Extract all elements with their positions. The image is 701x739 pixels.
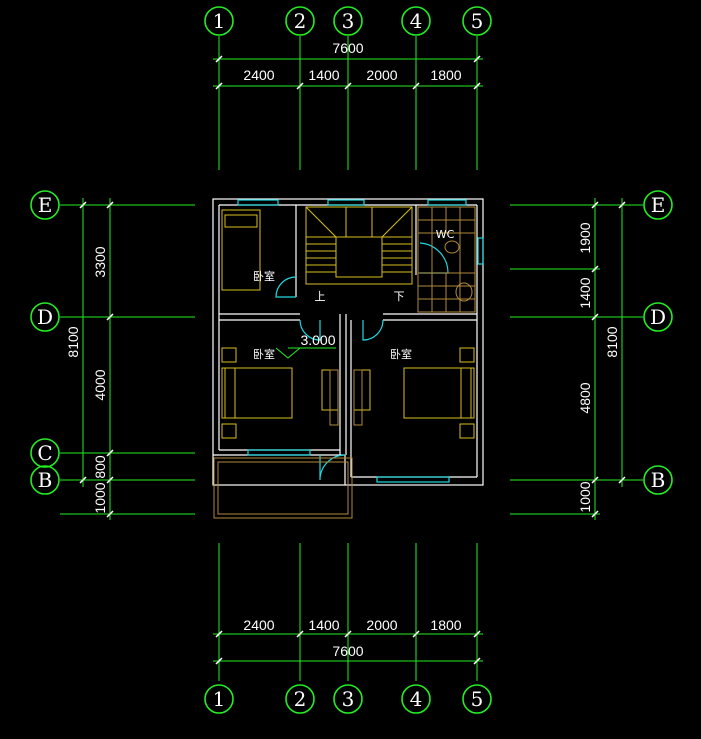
doors xyxy=(275,242,449,481)
desk-chairs xyxy=(213,369,363,519)
right-span-dim-2: 1400 xyxy=(577,277,593,308)
bottom-dimensions: 2400 1400 2000 1800 7600 xyxy=(243,617,461,659)
exterior-walls xyxy=(212,198,484,486)
room-label-bedroom-2: 卧室 xyxy=(253,347,275,361)
grid-label-5-top: 5 xyxy=(471,9,484,33)
left-dimensions: 8100 3300 4000 800 1000 xyxy=(65,246,108,513)
room-labels: 卧室 卧室 卧室 WC 上 下 xyxy=(253,228,455,361)
bottom-axis-lines xyxy=(213,543,483,681)
grid-label-4-bottom: 4 xyxy=(410,687,423,711)
right-axis-lines xyxy=(510,198,643,520)
left-span-dim-4: 1000 xyxy=(92,482,108,513)
wc-tiles xyxy=(417,206,476,313)
grid-label-2-top: 2 xyxy=(294,9,307,33)
top-span-dim-4: 1800 xyxy=(430,67,461,83)
left-span-dim-3: 800 xyxy=(92,455,108,479)
right-span-dim-3: 4800 xyxy=(577,382,593,413)
stair-label-up: 上 xyxy=(315,290,326,303)
right-total-dim: 8100 xyxy=(604,326,620,357)
grid-label-D-right: D xyxy=(650,305,666,329)
room-label-wc: WC xyxy=(436,228,455,241)
grid-label-E-left: E xyxy=(38,193,53,217)
dimension-ticks xyxy=(79,55,626,665)
grid-label-2-bottom: 2 xyxy=(294,687,307,711)
bottom-span-dim-2: 1400 xyxy=(308,617,339,633)
level-mark: 3.000 xyxy=(275,332,336,359)
left-grid-bubbles: E D C B xyxy=(30,190,60,495)
interior-walls xyxy=(218,204,478,478)
right-grid-bubbles: E D B xyxy=(643,190,673,495)
top-axis-lines xyxy=(213,36,483,170)
stair-label-down: 下 xyxy=(394,290,405,303)
top-grid-bubbles: 1 2 3 4 5 xyxy=(204,6,492,36)
room-label-bedroom-3: 卧室 xyxy=(390,347,412,361)
grid-label-1-top: 1 xyxy=(213,9,226,33)
windows xyxy=(237,199,484,483)
left-span-dim-2: 4000 xyxy=(92,369,108,400)
room-label-bedroom-1: 卧室 xyxy=(253,269,275,283)
grid-label-4-top: 4 xyxy=(410,9,423,33)
grid-label-3-bottom: 3 xyxy=(342,687,355,711)
staircase xyxy=(305,206,413,285)
grid-label-1-bottom: 1 xyxy=(213,687,226,711)
right-span-dim-4: 1000 xyxy=(577,481,593,512)
top-span-dim-3: 2000 xyxy=(366,67,397,83)
grid-label-C-left: C xyxy=(37,441,52,465)
right-dimensions: 1900 1400 4800 1000 8100 xyxy=(577,222,620,512)
grid-label-5-bottom: 5 xyxy=(471,687,484,711)
bottom-total-dim: 7600 xyxy=(332,643,363,659)
grid-label-D-left: D xyxy=(37,305,53,329)
bottom-span-dim-3: 2000 xyxy=(366,617,397,633)
left-span-dim-1: 3300 xyxy=(92,246,108,277)
right-span-dim-1: 1900 xyxy=(577,222,593,253)
grid-label-E-right: E xyxy=(651,193,666,217)
bottom-span-dim-1: 2400 xyxy=(243,617,274,633)
grid-label-3-top: 3 xyxy=(342,9,355,33)
bedroom-furniture xyxy=(221,209,475,439)
bottom-grid-bubbles: 1 2 3 4 5 xyxy=(204,684,492,714)
level-value: 3.000 xyxy=(300,332,335,348)
top-span-dim-1: 2400 xyxy=(243,67,274,83)
left-axis-lines xyxy=(60,198,195,520)
top-span-dim-2: 1400 xyxy=(308,67,339,83)
top-dimensions: 7600 2400 1400 2000 1800 xyxy=(243,40,461,83)
top-total-dim: 7600 xyxy=(332,40,363,56)
grid-label-B-left: B xyxy=(38,468,53,492)
left-total-dim: 8100 xyxy=(65,326,81,357)
bottom-span-dim-4: 1800 xyxy=(430,617,461,633)
grid-label-B-right: B xyxy=(651,468,666,492)
